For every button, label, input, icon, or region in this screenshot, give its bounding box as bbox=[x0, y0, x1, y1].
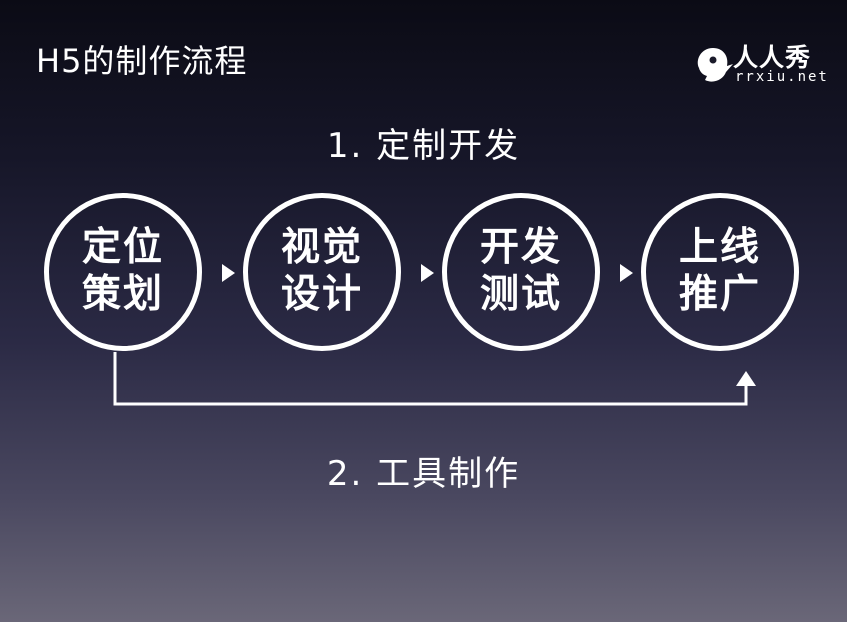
step-visual-design: 视觉设计 bbox=[243, 193, 401, 351]
page-title: H5的制作流程 bbox=[36, 42, 248, 80]
section-heading-tool-making: 2. 工具制作 bbox=[326, 454, 521, 494]
arrow-right-icon bbox=[421, 264, 434, 282]
step-label: 上线推广 bbox=[678, 225, 761, 317]
step-label: 视觉设计 bbox=[280, 225, 363, 317]
logo: 人人秀 rrxiu.net bbox=[693, 38, 827, 88]
logo-name: 人人秀 bbox=[733, 43, 812, 72]
step-label: 定位策划 bbox=[81, 225, 164, 317]
step-planning: 定位策划 bbox=[44, 193, 202, 351]
logo-url: rrxiu.net bbox=[735, 69, 829, 85]
section-heading-custom-development: 1. 定制开发 bbox=[326, 126, 521, 166]
arrow-right-icon bbox=[222, 264, 235, 282]
bird-logo-icon bbox=[697, 48, 733, 82]
step-label: 开发测试 bbox=[479, 225, 562, 317]
arrow-right-icon bbox=[620, 264, 633, 282]
step-development-testing: 开发测试 bbox=[442, 193, 600, 351]
step-launch-promotion: 上线推广 bbox=[641, 193, 799, 351]
arrow-up-icon bbox=[736, 371, 756, 386]
